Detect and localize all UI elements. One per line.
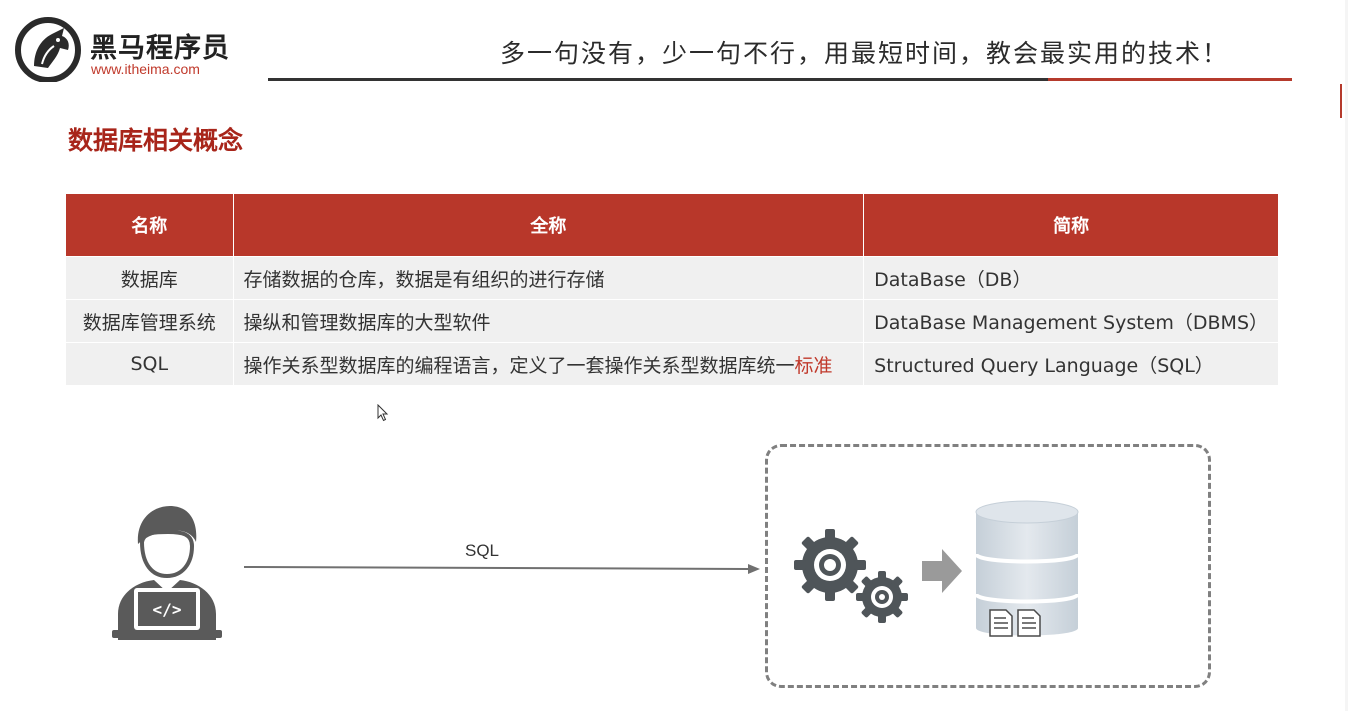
- brand-url: www.itheima.com: [91, 61, 200, 77]
- edge-accent: [1340, 84, 1342, 118]
- brand-name: 黑马程序员: [90, 33, 230, 64]
- edge-strip: [1345, 0, 1348, 711]
- column-header-full-name: 全称: [233, 194, 865, 256]
- sql-arrow-label: SQL: [465, 541, 500, 560]
- cell-full-name: 操纵和管理数据库的大型软件: [233, 299, 865, 342]
- svg-text:</>: </>: [153, 600, 182, 619]
- concept-table: 名称 全称 简称 数据库 存储数据的仓库，数据是有组织的进行存储 DataBas…: [66, 194, 1278, 385]
- cell-name: SQL: [66, 342, 234, 385]
- horse-logo-icon: [15, 17, 81, 82]
- cell-name: 数据库: [66, 256, 234, 299]
- developer-laptop-icon: </>: [112, 506, 222, 640]
- table-header-row: 名称 全称 简称: [66, 194, 1278, 256]
- highlight-text: 标准: [794, 354, 833, 377]
- cell-abbreviation: DataBase（DB）: [864, 256, 1278, 299]
- process-arrow-icon: [922, 549, 962, 593]
- cell-abbreviation: DataBase Management System（DBMS）: [864, 299, 1278, 342]
- table-row: SQL 操作关系型数据库的编程语言，定义了一套操作关系型数据库统一标准 Stru…: [66, 342, 1278, 385]
- header-divider: [268, 78, 1292, 81]
- cell-full-name: 存储数据的仓库，数据是有组织的进行存储: [233, 256, 865, 299]
- cell-name: 数据库管理系统: [66, 299, 234, 342]
- cell-full-name-text: 操作关系型数据库的编程语言，定义了一套操作关系型数据库统一: [243, 354, 795, 377]
- cell-full-name: 操作关系型数据库的编程语言，定义了一套操作关系型数据库统一标准: [233, 342, 865, 385]
- column-header-abbreviation: 简称: [864, 194, 1278, 256]
- column-header-name: 名称: [66, 194, 234, 256]
- mouse-cursor-icon: [377, 404, 389, 422]
- arrow-right-icon: [244, 564, 760, 574]
- table-row: 数据库 存储数据的仓库，数据是有组织的进行存储 DataBase（DB）: [66, 256, 1278, 299]
- database-icon: [974, 500, 1080, 637]
- page-title: 数据库相关概念: [68, 126, 244, 155]
- table-row: 数据库管理系统 操纵和管理数据库的大型软件 DataBase Managemen…: [66, 299, 1278, 342]
- cell-abbreviation: Structured Query Language（SQL）: [864, 342, 1278, 385]
- slogan: 多一句没有，少一句不行，用最短时间，教会最实用的技术！: [500, 39, 1230, 68]
- header-divider-accent: [1048, 78, 1292, 81]
- database-system-box: [765, 444, 1211, 688]
- gears-icon: [794, 529, 908, 623]
